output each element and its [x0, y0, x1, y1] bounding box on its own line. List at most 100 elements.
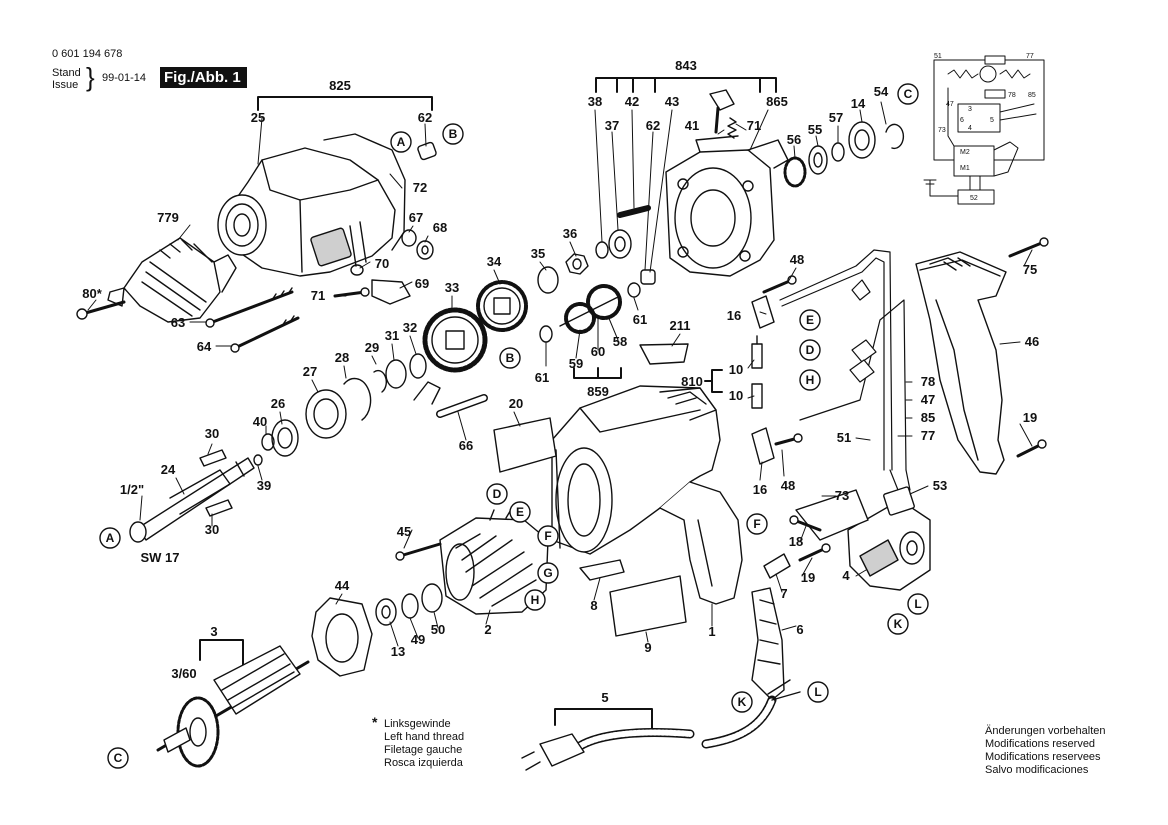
part-number-label: 59	[569, 356, 583, 371]
pin-41	[709, 89, 735, 134]
wire-harness	[779, 249, 911, 491]
schematic-label: 52	[970, 195, 978, 202]
screw-19-right	[1016, 439, 1047, 458]
ring-55	[808, 145, 828, 175]
screw-48-lower	[774, 433, 803, 446]
part-number-label: 30	[205, 522, 219, 537]
part-number-label: 19	[1023, 410, 1037, 425]
bushing-62-upper	[640, 269, 656, 285]
ring-26	[271, 419, 299, 457]
screw-18	[789, 515, 822, 532]
spring-71-upper	[727, 117, 737, 139]
stator-2	[439, 507, 549, 615]
switch-4	[847, 499, 931, 591]
callout-B: B	[449, 127, 458, 141]
ring-38	[595, 241, 609, 259]
part-number-label: 77	[921, 428, 935, 443]
callout-G: G	[543, 566, 552, 580]
part-number-label: 34	[487, 254, 502, 269]
part-number-label: 27	[303, 364, 317, 379]
part-number-label: 6	[796, 622, 803, 637]
schematic-label: 73	[938, 127, 946, 134]
ring-49	[401, 593, 419, 619]
bearing-27	[305, 389, 347, 439]
ring-50	[421, 583, 443, 613]
part-number-label: 810	[681, 374, 703, 389]
part-number-label: 24	[161, 462, 176, 477]
bracket-825	[257, 96, 433, 111]
footnote-line: Rosca izquierda	[384, 757, 463, 769]
part-number-label: 68	[433, 220, 447, 235]
label-plate-211	[639, 343, 689, 365]
gear-33	[422, 307, 488, 373]
part-number-label: 51	[837, 430, 851, 445]
part-number-label: 10	[729, 362, 743, 377]
brace-glyph: }	[86, 62, 95, 92]
part-number-label: 53	[933, 478, 947, 493]
callout-D: D	[806, 343, 815, 357]
part-number-label: 48	[790, 252, 804, 267]
part-number-label: 62	[418, 110, 432, 125]
part-number-label: 779	[157, 210, 179, 225]
part-number-label: 4	[842, 568, 850, 583]
part-number-label: 37	[605, 118, 619, 133]
part-number-label: 47	[921, 392, 935, 407]
schematic-label: 4	[968, 125, 972, 132]
part-number-label: 825	[329, 78, 351, 93]
callout-D: D	[493, 487, 502, 501]
schematic-label: M2	[960, 149, 970, 156]
disc-56	[783, 156, 807, 188]
spindle-24	[129, 457, 255, 543]
part-number-label: 3/60	[171, 666, 196, 681]
part-number-label: 64	[197, 339, 212, 354]
ring-32	[409, 353, 427, 379]
modifications-notice: Änderungen vorbehalten Modifications res…	[985, 725, 1105, 777]
ring-67	[401, 229, 417, 247]
ring-61	[539, 325, 553, 343]
part-number-label: 56	[787, 132, 801, 147]
brush-holder-16-upper	[751, 295, 775, 329]
callout-letters: A B A B C C D E F G H E D F H K L K L	[106, 87, 922, 765]
gear-34	[476, 280, 528, 332]
part-number-label: 859	[587, 384, 609, 399]
schematic-label: 6	[960, 117, 964, 124]
pin-70	[350, 264, 364, 276]
gear-housing	[217, 133, 406, 277]
label-plate-9	[609, 575, 687, 637]
part-number-label: 35	[531, 246, 545, 261]
part-number-label: 18	[789, 534, 803, 549]
bolt-63	[205, 287, 294, 328]
callout-C: C	[904, 87, 913, 101]
ring-31	[385, 359, 407, 389]
callout-circles	[99, 83, 929, 769]
part-number-label: 20	[509, 396, 523, 411]
part-number-label: 49	[411, 632, 425, 647]
washer-68	[416, 240, 434, 260]
part-number-label: 29	[365, 340, 379, 355]
schematic-label: 51	[934, 53, 942, 60]
ring-39	[253, 454, 263, 466]
key-30-lower	[205, 499, 233, 517]
baffle-44	[311, 597, 373, 677]
callout-F: F	[753, 517, 760, 531]
part-number-label: 71	[311, 288, 325, 303]
callout-E: E	[516, 505, 524, 519]
part-number-label: 50	[431, 622, 445, 637]
schematic-labels: 51 77 78 85 47 3 6 5 4 73 M2 M1 52	[934, 53, 1036, 202]
carbon-brush-10-upper	[751, 335, 763, 369]
callout-C: C	[114, 751, 123, 765]
handle-46	[915, 251, 1007, 475]
schematic-label: M1	[960, 165, 970, 172]
callout-H: H	[806, 373, 815, 387]
part-number-label: 42	[625, 94, 639, 109]
callout-L: L	[814, 685, 821, 699]
part-number-label: 44	[335, 578, 350, 593]
screw-45	[395, 542, 442, 561]
label-plate-8	[579, 559, 625, 581]
part-number-label: 843	[675, 58, 697, 73]
part-number-label: 80*	[82, 286, 102, 301]
bracket-3	[199, 639, 244, 673]
ring-40	[261, 433, 275, 451]
